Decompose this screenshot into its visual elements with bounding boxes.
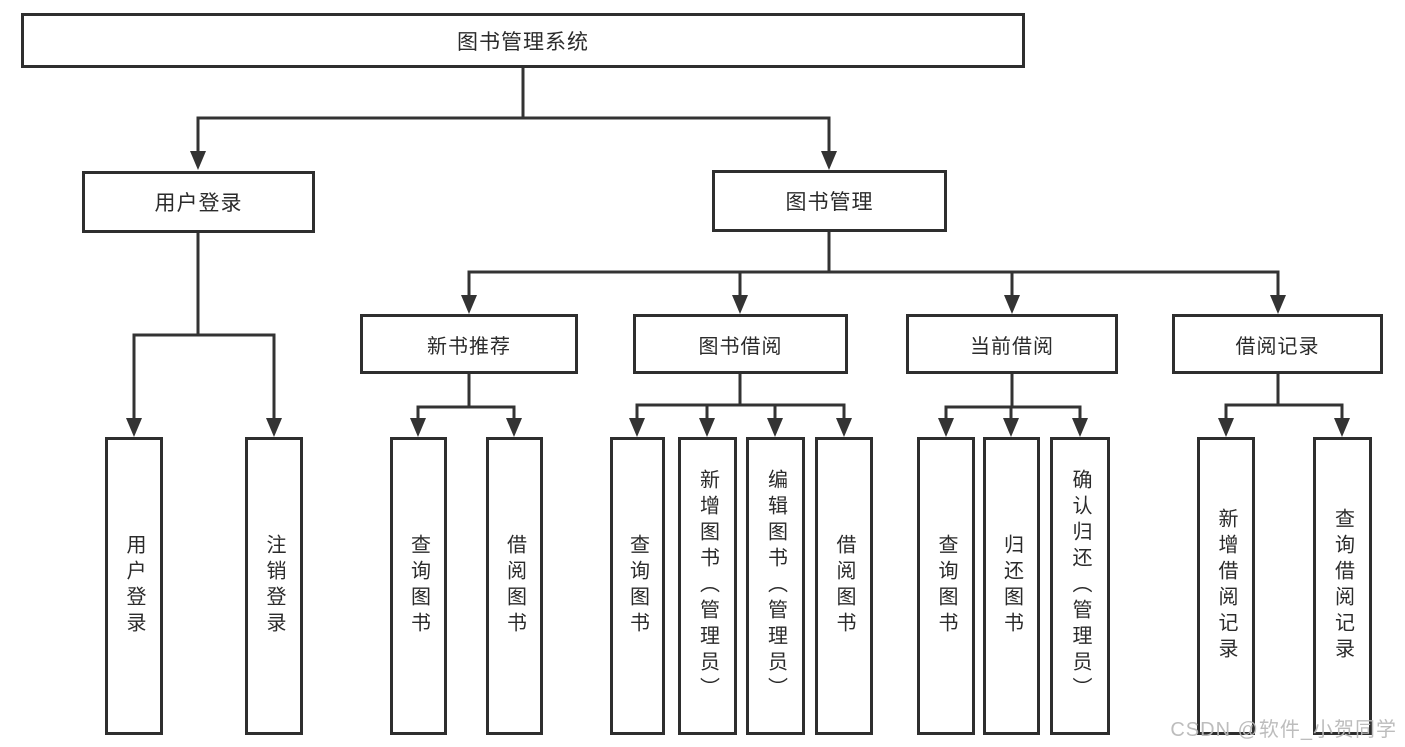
leaf-add-borrow-record: 新增借阅记录 [1197, 437, 1255, 735]
node-library-system: 图书管理系统 [21, 13, 1025, 68]
leaf-query-books-borrow: 查询图书 [610, 437, 665, 735]
node-book-borrow: 图书借阅 [633, 314, 848, 374]
leaf-add-books-admin: 新增图书（管理员） [678, 437, 737, 735]
leaf-logout: 注销登录 [245, 437, 303, 735]
leaf-confirm-return-admin: 确认归还（管理员） [1050, 437, 1110, 735]
leaf-borrow-books-recommend: 借阅图书 [486, 437, 543, 735]
node-borrow-records: 借阅记录 [1172, 314, 1383, 374]
leaf-return-books: 归还图书 [983, 437, 1040, 735]
leaf-query-books-current: 查询图书 [917, 437, 975, 735]
leaf-borrow-books: 借阅图书 [815, 437, 873, 735]
leaf-user-login: 用户登录 [105, 437, 163, 735]
arrowheads [126, 151, 1350, 437]
node-book-management: 图书管理 [712, 170, 947, 232]
csdn-watermark: CSDN @软件_小贺同学 [1170, 719, 1397, 741]
leaf-query-books-recommend: 查询图书 [390, 437, 447, 735]
leaf-edit-books-admin: 编辑图书（管理员） [746, 437, 805, 735]
leaf-query-borrow-record: 查询借阅记录 [1313, 437, 1372, 735]
node-current-borrow: 当前借阅 [906, 314, 1118, 374]
node-user-login: 用户登录 [82, 171, 315, 233]
node-new-book-recommend: 新书推荐 [360, 314, 578, 374]
